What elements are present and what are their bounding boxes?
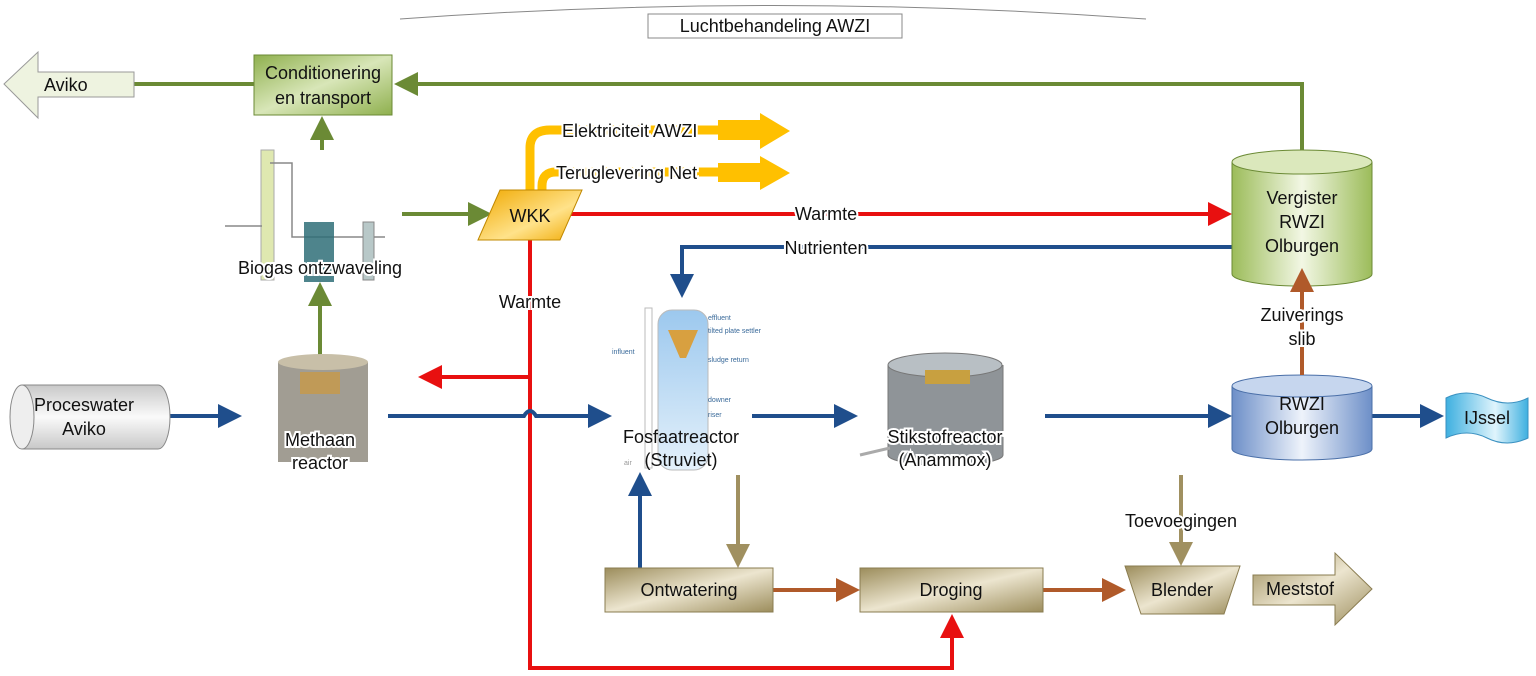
ijssel-label: IJssel — [1464, 408, 1510, 428]
warmte-top-label: Warmte — [795, 204, 857, 224]
fosfaat-reactor-image: effluent tilted plate settler influent s… — [612, 307, 762, 471]
tilted-plate-settler-label: tilted plate settler — [708, 328, 762, 335]
flow-heat-to-droging — [528, 240, 964, 670]
teruglevering-arrow — [718, 156, 790, 190]
meststof-label: Meststof — [1266, 579, 1335, 599]
conditionering-label-1: Conditionering — [265, 63, 381, 83]
warmte-left-label: Warmte — [499, 292, 561, 312]
blender-label: Blender — [1151, 580, 1213, 600]
elektriciteit-label: Elektriciteit AWZI — [562, 121, 697, 141]
vergister-tank — [1231, 149, 1373, 287]
blender-box — [1124, 565, 1241, 615]
vergister-label-3: Olburgen — [1265, 236, 1339, 256]
air-label: air — [624, 460, 632, 467]
wkk-box — [477, 189, 583, 241]
ijssel-shape — [1445, 392, 1529, 444]
stikstof-reactor-image — [859, 352, 1004, 466]
fosfaat-label-1: Fosfaatreactor — [623, 427, 739, 447]
power-elektriciteit-pipe — [525, 125, 720, 192]
zuiverings-label-1: Zuiverings — [1260, 305, 1343, 325]
flow-vergister-to-conditionering — [394, 72, 1304, 160]
vergister-label-2: RWZI — [1279, 212, 1325, 232]
flow-nutrienten — [670, 245, 1232, 298]
rwzi-tank — [1231, 374, 1373, 461]
zuiverings-label-2: slib — [1288, 329, 1315, 349]
riser-label: riser — [708, 412, 722, 419]
methaan-label-1: Methaan — [285, 430, 355, 450]
proceswater-tank — [9, 384, 171, 450]
air-treatment-title: Luchtbehandeling AWZI — [680, 16, 870, 36]
rwzi-label-2: Olburgen — [1265, 418, 1339, 438]
influent-label: influent — [612, 349, 635, 356]
biogas-label: Biogas ontzwaveling — [238, 258, 402, 278]
effluent-label: effluent — [708, 315, 731, 322]
flow-methaan-to-fosfaat — [388, 404, 612, 428]
droging-label: Droging — [919, 580, 982, 600]
fosfaat-label-2: (Struviet) — [644, 450, 717, 470]
rwzi-label-1: RWZI — [1279, 394, 1325, 414]
droging-box — [859, 567, 1044, 613]
biogas-desulfurization-image — [225, 149, 385, 282]
downer-label: downer — [708, 397, 732, 404]
wkk-label: WKK — [509, 206, 550, 226]
stikstof-label-2: (Anammox) — [898, 450, 991, 470]
aviko-output-label: Aviko — [44, 75, 88, 95]
sludge-return-label: sludge return — [708, 357, 749, 364]
ontwatering-label: Ontwatering — [640, 580, 737, 600]
conditionering-label-2: en transport — [275, 88, 371, 108]
elektriciteit-arrow — [718, 113, 790, 149]
air-treatment-box — [647, 13, 903, 39]
meststof-arrow — [1252, 551, 1373, 627]
vergister-label-1: Vergister — [1266, 188, 1337, 208]
nutrienten-label: Nutrienten — [784, 238, 867, 258]
aviko-output-arrow — [3, 50, 135, 120]
power-teruglevering-pipe — [537, 167, 720, 192]
ontwatering-box — [604, 567, 774, 613]
stikstof-label-1: Stikstofreactor — [887, 427, 1002, 447]
toevoegingen-label: Toevoegingen — [1125, 511, 1237, 531]
proceswater-label-1: Proceswater — [34, 395, 134, 415]
conditionering-box — [253, 54, 393, 116]
proceswater-label-2: Aviko — [62, 419, 106, 439]
air-treatment-bracket — [399, 5, 1147, 20]
methaan-label-2: reactor — [292, 453, 348, 473]
methaan-reactor-image — [278, 354, 368, 462]
teruglevering-label: Teruglevering Net — [556, 163, 697, 183]
